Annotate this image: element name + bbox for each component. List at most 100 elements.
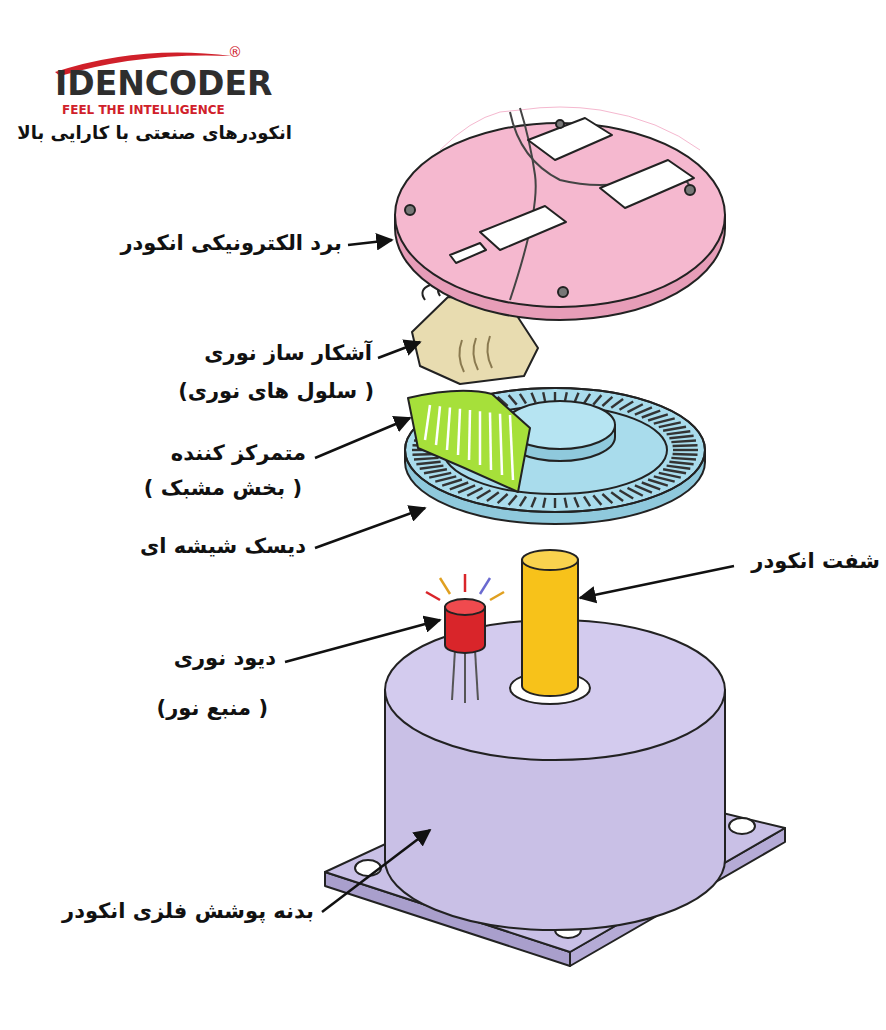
- disk-slits-part: [669, 436, 693, 438]
- part-label: شفت انکودر: [751, 548, 880, 574]
- led-light-source-part-part: [490, 592, 504, 600]
- reticle-mask-part-part: [469, 410, 470, 460]
- disk-slits-part: [654, 418, 675, 423]
- disk-slits-part: [442, 480, 462, 486]
- led-light-source-part: [452, 650, 455, 700]
- disk-slits-part: [487, 492, 499, 501]
- base-plate-part: [355, 860, 381, 876]
- part-label: ( منبع نور): [157, 695, 268, 721]
- disk-slits-part: [654, 476, 675, 481]
- disk-slits-part: [659, 473, 681, 478]
- disk-slits-part: [635, 485, 652, 492]
- disk-slits-part: [659, 422, 681, 427]
- disk-slits-part: [584, 497, 590, 507]
- leader-lines-part: [285, 620, 440, 662]
- disk-slits-part: [620, 490, 634, 498]
- part-label: برد الکترونیکی انکودر: [120, 230, 342, 256]
- reticle-mask-part: [425, 405, 513, 480]
- reticle-mask-part-part: [436, 406, 440, 445]
- disk-slits-part: [667, 466, 691, 469]
- photodetector-part: [459, 340, 464, 372]
- disk-slits-part: [574, 497, 578, 507]
- disk-slits-part: [509, 395, 517, 405]
- leader-lines: [285, 240, 734, 912]
- part-label: متمرکز کننده: [171, 440, 306, 466]
- disk-slits-part: [554, 498, 556, 508]
- disk-slits-part: [648, 414, 668, 420]
- part-label: ( بخش مشبک ): [144, 475, 302, 501]
- disk-slits-part: [416, 462, 440, 464]
- electronics-board-part: [558, 287, 568, 297]
- leader-lines-part: [315, 418, 410, 458]
- disk-slits-part: [467, 488, 482, 496]
- leader-lines-part: [322, 830, 430, 912]
- disk-slits-part: [671, 441, 696, 443]
- photodetector-part: [422, 285, 430, 300]
- electronics-board: [395, 107, 725, 320]
- disk-slits-part: [611, 399, 623, 408]
- electronics-board-part: [600, 160, 694, 208]
- reticle-mask: [408, 391, 530, 492]
- part-label: آشکار ساز نوری: [204, 340, 372, 366]
- disk-slits-part: [673, 444, 698, 447]
- led-light-source-part-part: [426, 592, 440, 600]
- led-light-source-part: [464, 652, 466, 703]
- disk-slits-part: [543, 498, 545, 508]
- part-label: ( سلول های نوری): [178, 378, 374, 404]
- led-light-source-part: [426, 574, 504, 600]
- disk-slits-part: [532, 393, 536, 403]
- electronics-board-part: [685, 185, 695, 195]
- electronics-board-part: [528, 118, 612, 160]
- reticle-mask-part-part: [500, 414, 502, 475]
- disk-slits-part: [429, 473, 451, 478]
- encoder-shaft-part: [522, 560, 578, 696]
- disk-slits-part: [477, 490, 491, 498]
- reticle-mask-part-part: [447, 408, 450, 451]
- led-light-source-part: [475, 650, 478, 700]
- reticle-mask-part-part: [510, 415, 513, 480]
- disk-slits-part: [424, 469, 447, 473]
- leader-lines-part: [348, 240, 392, 245]
- electronics-board-part: [510, 108, 536, 300]
- part-label: دیسک شیشه ای: [140, 533, 306, 559]
- disk-slits-part: [673, 449, 698, 451]
- base-plate-part: [729, 818, 755, 834]
- reticle-mask-part-part: [490, 413, 491, 471]
- disk-slits-part: [620, 401, 634, 409]
- disk-slits-part: [498, 494, 508, 503]
- reticle-mask-part-part: [458, 409, 460, 455]
- disk-slits-part: [593, 495, 601, 505]
- disk-slits-part: [414, 458, 439, 460]
- electronics-board-part: [450, 243, 486, 263]
- electronics-board-part: [556, 120, 564, 128]
- electronics-board-part: [405, 205, 415, 215]
- led-light-source-part-part: [464, 574, 467, 592]
- disk-slits-part: [669, 462, 693, 464]
- led-light-source-part: [445, 599, 485, 615]
- disk-slits-part: [628, 404, 643, 412]
- photodetector-part: [487, 336, 492, 368]
- disk-slits-part: [663, 469, 686, 473]
- disk-slits-part: [611, 492, 623, 501]
- logo-text: IDENCODER: [55, 64, 272, 103]
- glass-disk: [405, 388, 705, 524]
- led-light-source-part-part: [480, 578, 490, 594]
- disk-slits-part: [663, 427, 686, 431]
- disk-slits-part: [671, 458, 696, 460]
- disk-slits-part: [509, 495, 517, 505]
- reticle-mask-part-part: [479, 411, 482, 465]
- led-light-source-part-part: [440, 578, 450, 594]
- photodetector-part: [473, 338, 478, 370]
- disk-slits-part: [628, 488, 643, 496]
- reticle-mask-part-part: [425, 405, 430, 440]
- glass-disk-part: [405, 388, 705, 512]
- led-light-source: [426, 574, 504, 703]
- disk-slits-part: [602, 494, 612, 503]
- disk-slits-part: [667, 431, 691, 434]
- glass-disk-part: [405, 388, 705, 512]
- disk-slits-part: [593, 395, 601, 405]
- reticle-mask-part: [408, 391, 530, 492]
- encoder-shaft: [510, 550, 590, 704]
- disk-slits-part: [520, 497, 526, 507]
